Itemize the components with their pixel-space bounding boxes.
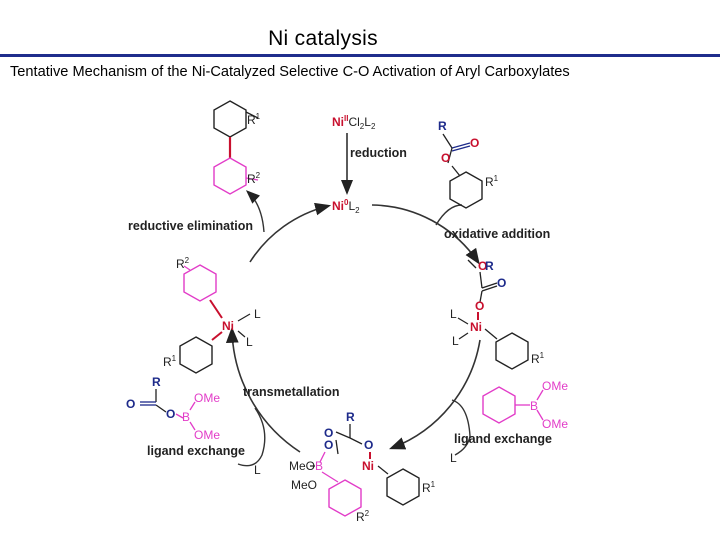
svg-text:R: R [152,375,161,389]
svg-text:OMe: OMe [194,391,220,405]
svg-text:O: O [441,151,450,165]
svg-text:O: O [324,426,333,440]
svg-text:O: O [324,438,333,452]
svg-text:R2: R2 [176,256,190,271]
transmetallation-intermediate: R O O O Ni B MeO MeO R2 R1 L [289,410,457,524]
svg-text:B: B [315,459,323,473]
oxidative-addition-label: oxidative addition [444,227,550,241]
benzene-ring [449,171,483,209]
svg-text:O: O [364,438,373,452]
svg-text:O: O [126,397,135,411]
slide-title: Ni catalysis [268,27,378,50]
svg-text:R: R [346,410,355,424]
svg-text:O: O [475,299,484,313]
svg-text:L: L [452,334,459,348]
svg-text:L: L [450,451,457,465]
ni-precursor: NiIICl2L2 [332,114,376,131]
benzene-ring [482,386,516,424]
svg-text:Ni: Ni [222,319,234,333]
benzene-ring [183,264,217,302]
svg-text:R: R [485,259,494,273]
title-rule [0,54,720,57]
svg-text:R1: R1 [163,354,177,369]
aryl-boronate: B OMe OMe [482,379,568,431]
aryl-carboxylate: R O O R1 [438,119,499,209]
svg-text:OMe: OMe [542,417,568,431]
benzene-ring [213,157,247,195]
svg-text:OMe: OMe [194,428,220,442]
svg-text:R1: R1 [531,351,545,366]
biaryl-product: R1 R2 [213,100,261,195]
svg-text:O: O [478,259,487,273]
svg-text:R2: R2 [247,171,261,186]
curved-arrow [237,190,471,467]
svg-text:O: O [470,136,479,150]
transmetallation-label: transmetallation [243,385,340,399]
benzene-ring [179,336,213,374]
svg-text:R2: R2 [356,509,370,524]
svg-text:L: L [450,307,457,321]
cycle-arrow [225,202,481,453]
svg-text:O: O [497,276,506,290]
svg-text:R1: R1 [247,112,261,127]
benzene-ring [495,332,529,370]
svg-text:O: O [166,407,175,421]
svg-text:MeO: MeO [291,478,317,492]
svg-text:OMe: OMe [542,379,568,393]
svg-text:L: L [246,335,253,349]
svg-text:MeO: MeO [289,459,315,473]
slide-subtitle: Tentative Mechanism of the Ni-Catalyzed … [10,64,570,80]
svg-text:Ni: Ni [470,320,482,334]
svg-text:Ni0L2: Ni0L2 [332,198,360,215]
svg-text:Ni: Ni [362,459,374,473]
boron-carboxylate-byproduct: R O O B OMe OMe L [126,375,261,477]
svg-text:L: L [254,463,261,477]
diaryl-ni-complex: R2 Ni L L R1 [163,256,261,374]
svg-text:R1: R1 [422,480,436,495]
svg-text:R1: R1 [485,174,499,189]
benzene-ring [386,468,420,506]
svg-text:B: B [530,399,538,413]
svg-text:B: B [182,410,190,424]
reductive-elimination-label: reductive elimination [128,219,253,233]
ligand-exchange-left-label: ligand exchange [147,444,245,458]
ni-oxidative-complex: O R O O Ni L L R1 [450,259,545,370]
svg-text:L: L [254,307,261,321]
ni-zero-complex: Ni0L2 [332,198,360,215]
reduction-label: reduction [350,146,407,160]
svg-text:NiIICl2L2: NiIICl2L2 [332,114,376,131]
ligand-exchange-right-label: ligand exchange [454,432,552,446]
svg-text:R: R [438,119,447,133]
benzene-ring [328,479,362,517]
benzene-ring [213,100,247,138]
